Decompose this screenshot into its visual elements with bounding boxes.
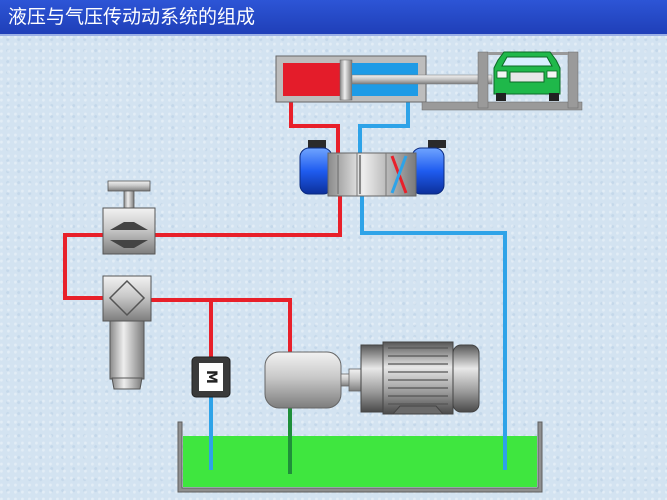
valve-right-coil-terminal <box>428 140 446 148</box>
motor-housing <box>382 341 454 415</box>
car-grille <box>509 71 545 83</box>
shaft-coupling <box>348 368 362 392</box>
tank-wall <box>177 421 543 493</box>
check-valve-label: M <box>203 370 219 384</box>
motor-cooling-fins <box>388 347 448 405</box>
throttle-orifice-top <box>110 222 148 230</box>
car-left-wheel <box>496 93 506 101</box>
cylinder-piston <box>339 59 353 101</box>
tank-oil <box>183 436 537 487</box>
electric-motor <box>360 341 480 415</box>
motor-rear-cap <box>452 344 480 413</box>
valve-passages <box>337 155 361 194</box>
valve-left-coil-terminal <box>308 140 326 148</box>
valve-cross-path-blue <box>390 155 408 194</box>
car-platform-base <box>421 101 583 111</box>
valve-body <box>327 152 417 197</box>
directional-control-valve <box>299 140 446 197</box>
motor-base <box>391 405 445 415</box>
check-valve-window <box>199 363 223 391</box>
platform-right-post <box>567 51 579 109</box>
valve-left-solenoid <box>299 147 333 195</box>
throttle-stem <box>123 190 135 210</box>
relief-valve-symbol <box>108 279 146 317</box>
throttle-valve <box>102 180 156 255</box>
pump-body <box>264 351 342 409</box>
cylinder-b-line <box>358 93 410 153</box>
pressure-lines <box>63 93 342 358</box>
throttle-handwheel <box>107 180 151 192</box>
tank-return-line <box>360 194 507 470</box>
car-right-headlight <box>546 70 558 79</box>
relief-valve-spring-housing <box>109 320 145 380</box>
page-title: 液压与气压传动动系统的组成 <box>8 6 256 28</box>
pump-outlet-line <box>209 298 292 358</box>
throttle-orifice-bottom <box>110 240 148 248</box>
oil-tank <box>177 421 543 493</box>
relief-valve-cap <box>111 377 143 390</box>
motor-front-cap <box>360 344 384 413</box>
valve-right-solenoid <box>411 147 445 195</box>
car-right-wheel <box>549 93 559 101</box>
valve-supply-line <box>155 194 342 237</box>
piston-rod <box>351 74 493 85</box>
throttle-bypass-line <box>63 233 103 300</box>
cylinder-a-line <box>289 93 340 153</box>
platform-left-post <box>477 51 489 109</box>
car-windshield <box>501 56 553 67</box>
check-valve: M <box>191 356 231 398</box>
cylinder-rod-end-chamber <box>283 63 340 96</box>
hydraulic-pump <box>264 351 362 409</box>
car-left-headlight <box>496 70 508 79</box>
title-bar: 液压与气压传动动系统的组成 <box>0 0 667 36</box>
car-load <box>421 51 583 111</box>
relief-valve <box>102 275 152 390</box>
return-lines <box>209 93 507 470</box>
hydraulic-cylinder <box>275 55 493 103</box>
